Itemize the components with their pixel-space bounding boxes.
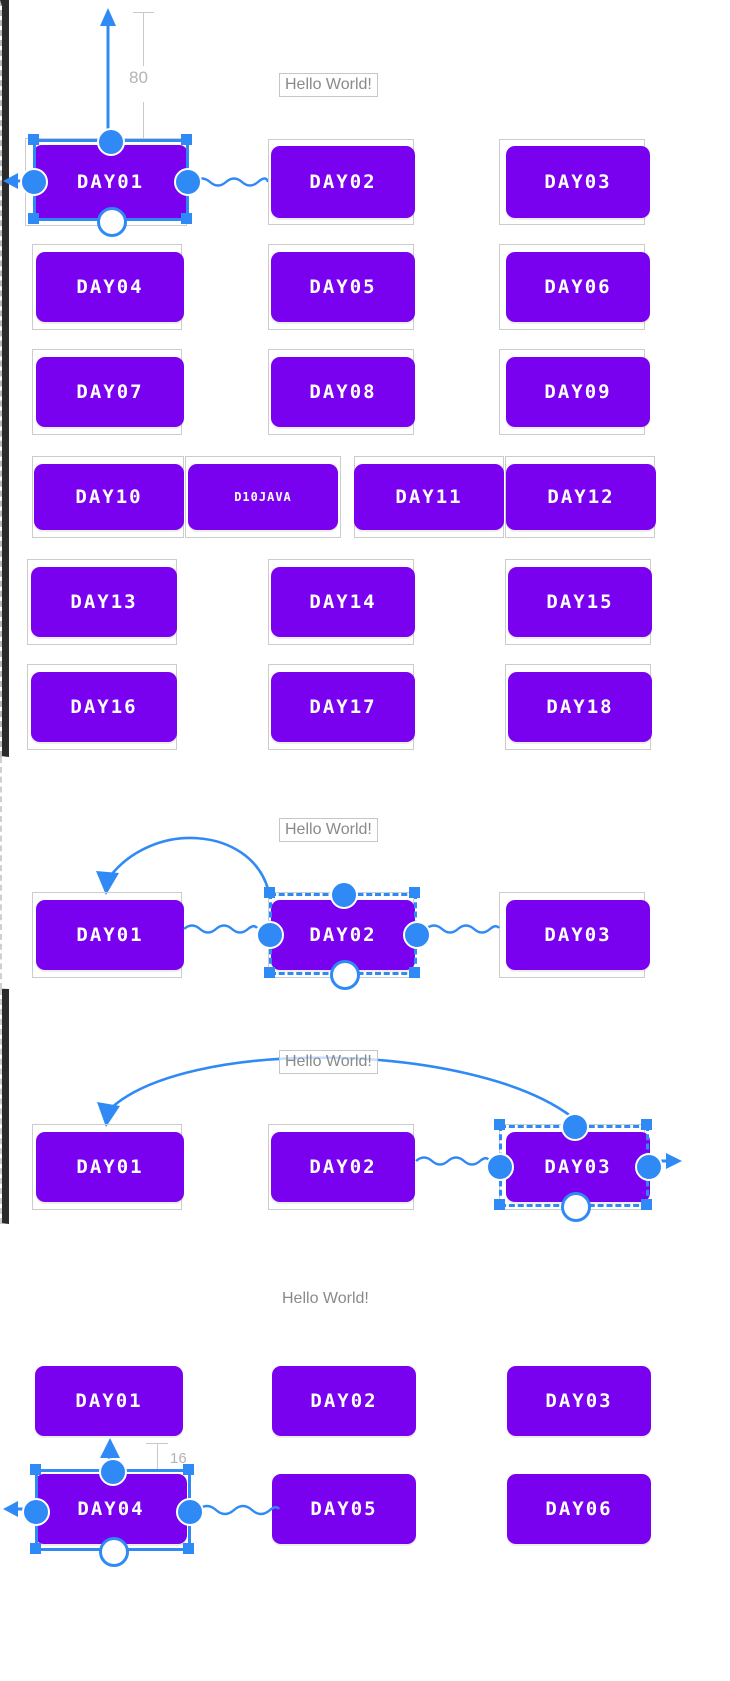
node-day03[interactable]: DAY03	[506, 900, 650, 970]
node-slot[interactable]: D10JAVA	[185, 456, 341, 538]
node-day15[interactable]: DAY15	[508, 567, 652, 637]
dimension-guide-line-16	[157, 1443, 158, 1470]
node-slot[interactable]: DAY13	[27, 559, 177, 645]
node-day03[interactable]: DAY03	[507, 1366, 651, 1436]
dimension-tick-top-80	[133, 12, 154, 13]
node-slot[interactable]: DAY10	[32, 456, 184, 538]
node-slot[interactable]: DAY02	[268, 1124, 415, 1210]
node-slot[interactable]: DAY03	[499, 892, 650, 978]
node-slot[interactable]: DAY01	[32, 892, 184, 978]
node-day10[interactable]: DAY10	[34, 464, 184, 530]
node-slot[interactable]: DAY02	[268, 892, 415, 978]
node-day17[interactable]: DAY17	[271, 672, 415, 742]
node-day04[interactable]: DAY04	[36, 252, 184, 322]
node-day03[interactable]: DAY03	[506, 146, 650, 218]
dimension-guide-line-80	[143, 12, 144, 66]
node-slot[interactable]: DAY15	[505, 559, 652, 645]
node-slot[interactable]: DAY03	[507, 1366, 651, 1438]
panel-row-day02-selected[interactable]: Hello World! DAY01 DAY02 DAY03	[0, 757, 650, 990]
node-day01[interactable]: DAY01	[33, 145, 188, 219]
node-day13[interactable]: DAY13	[31, 567, 177, 637]
dimension-guide-line-80b	[143, 102, 144, 142]
node-day14[interactable]: DAY14	[271, 567, 415, 637]
node-day05[interactable]: DAY05	[272, 1474, 416, 1544]
panel-grid[interactable]: 80 Hello World! DAY01 DAY02 DAY03	[0, 0, 656, 757]
node-day01[interactable]: DAY01	[35, 1366, 183, 1436]
node-slot[interactable]: DAY03	[499, 1124, 650, 1210]
hello-world-label: Hello World!	[279, 818, 378, 842]
node-day02[interactable]: DAY02	[271, 900, 415, 970]
node-slot[interactable]: DAY03	[499, 139, 650, 225]
node-slot[interactable]: DAY04	[35, 1474, 187, 1546]
node-day02[interactable]: DAY02	[271, 1132, 415, 1202]
dimension-value-16: 16	[170, 1450, 187, 1467]
node-day07[interactable]: DAY07	[36, 357, 184, 427]
node-day01[interactable]: DAY01	[36, 1132, 184, 1202]
node-day09[interactable]: DAY09	[506, 357, 650, 427]
node-day06[interactable]: DAY06	[507, 1474, 651, 1544]
node-slot[interactable]: DAY07	[32, 349, 184, 435]
node-day08[interactable]: DAY08	[271, 357, 415, 427]
node-day05[interactable]: DAY05	[271, 252, 415, 322]
hello-world-label: Hello World!	[279, 1050, 378, 1074]
node-slot[interactable]: DAY08	[268, 349, 415, 435]
node-slot[interactable]: DAY06	[507, 1474, 651, 1546]
node-slot[interactable]: DAY16	[27, 664, 177, 750]
node-day12[interactable]: DAY12	[506, 464, 656, 530]
panel-two-rows-day04-selected[interactable]: Hello World! DAY01 DAY02 DAY03 DAY04 DAY…	[0, 1224, 651, 1681]
node-day01[interactable]: DAY01	[36, 900, 184, 970]
node-slot[interactable]: DAY02	[268, 139, 415, 225]
node-day18[interactable]: DAY18	[508, 672, 652, 742]
node-slot[interactable]: DAY17	[268, 664, 415, 750]
dimension-value-80: 80	[129, 68, 148, 87]
node-slot[interactable]: DAY06	[499, 244, 650, 330]
node-day03[interactable]: DAY03	[506, 1132, 650, 1202]
node-day06[interactable]: DAY06	[506, 252, 650, 322]
node-slot[interactable]: DAY12	[505, 456, 656, 538]
node-slot[interactable]: DAY01	[25, 138, 188, 226]
node-slot[interactable]: DAY04	[32, 244, 184, 330]
node-frame	[185, 456, 341, 538]
node-day16[interactable]: DAY16	[31, 672, 177, 742]
node-slot[interactable]: DAY18	[505, 664, 652, 750]
node-day04[interactable]: DAY04	[35, 1474, 187, 1544]
node-slot[interactable]: DAY14	[268, 559, 415, 645]
selection-edge-top	[36, 1469, 190, 1472]
node-day02[interactable]: DAY02	[272, 1366, 416, 1436]
node-slot[interactable]: DAY09	[499, 349, 650, 435]
panel-row-day03-selected[interactable]: Hello World! DAY01 DAY02 DAY03	[0, 989, 682, 1224]
selection-edge-bottom	[36, 1548, 190, 1551]
node-slot[interactable]: DAY11	[354, 456, 504, 538]
node-d10java[interactable]: D10JAVA	[188, 464, 338, 530]
hello-world-label: Hello World!	[282, 1290, 369, 1307]
hello-world-label: Hello World!	[279, 73, 378, 97]
node-slot[interactable]: DAY01	[32, 1124, 184, 1210]
node-slot[interactable]: DAY01	[35, 1366, 183, 1438]
node-slot[interactable]: DAY05	[272, 1474, 416, 1546]
node-slot[interactable]: DAY02	[272, 1366, 416, 1438]
node-day02[interactable]: DAY02	[271, 146, 415, 218]
node-day11[interactable]: DAY11	[354, 464, 504, 530]
node-slot[interactable]: DAY05	[268, 244, 415, 330]
selection-edge-right	[188, 1470, 191, 1550]
